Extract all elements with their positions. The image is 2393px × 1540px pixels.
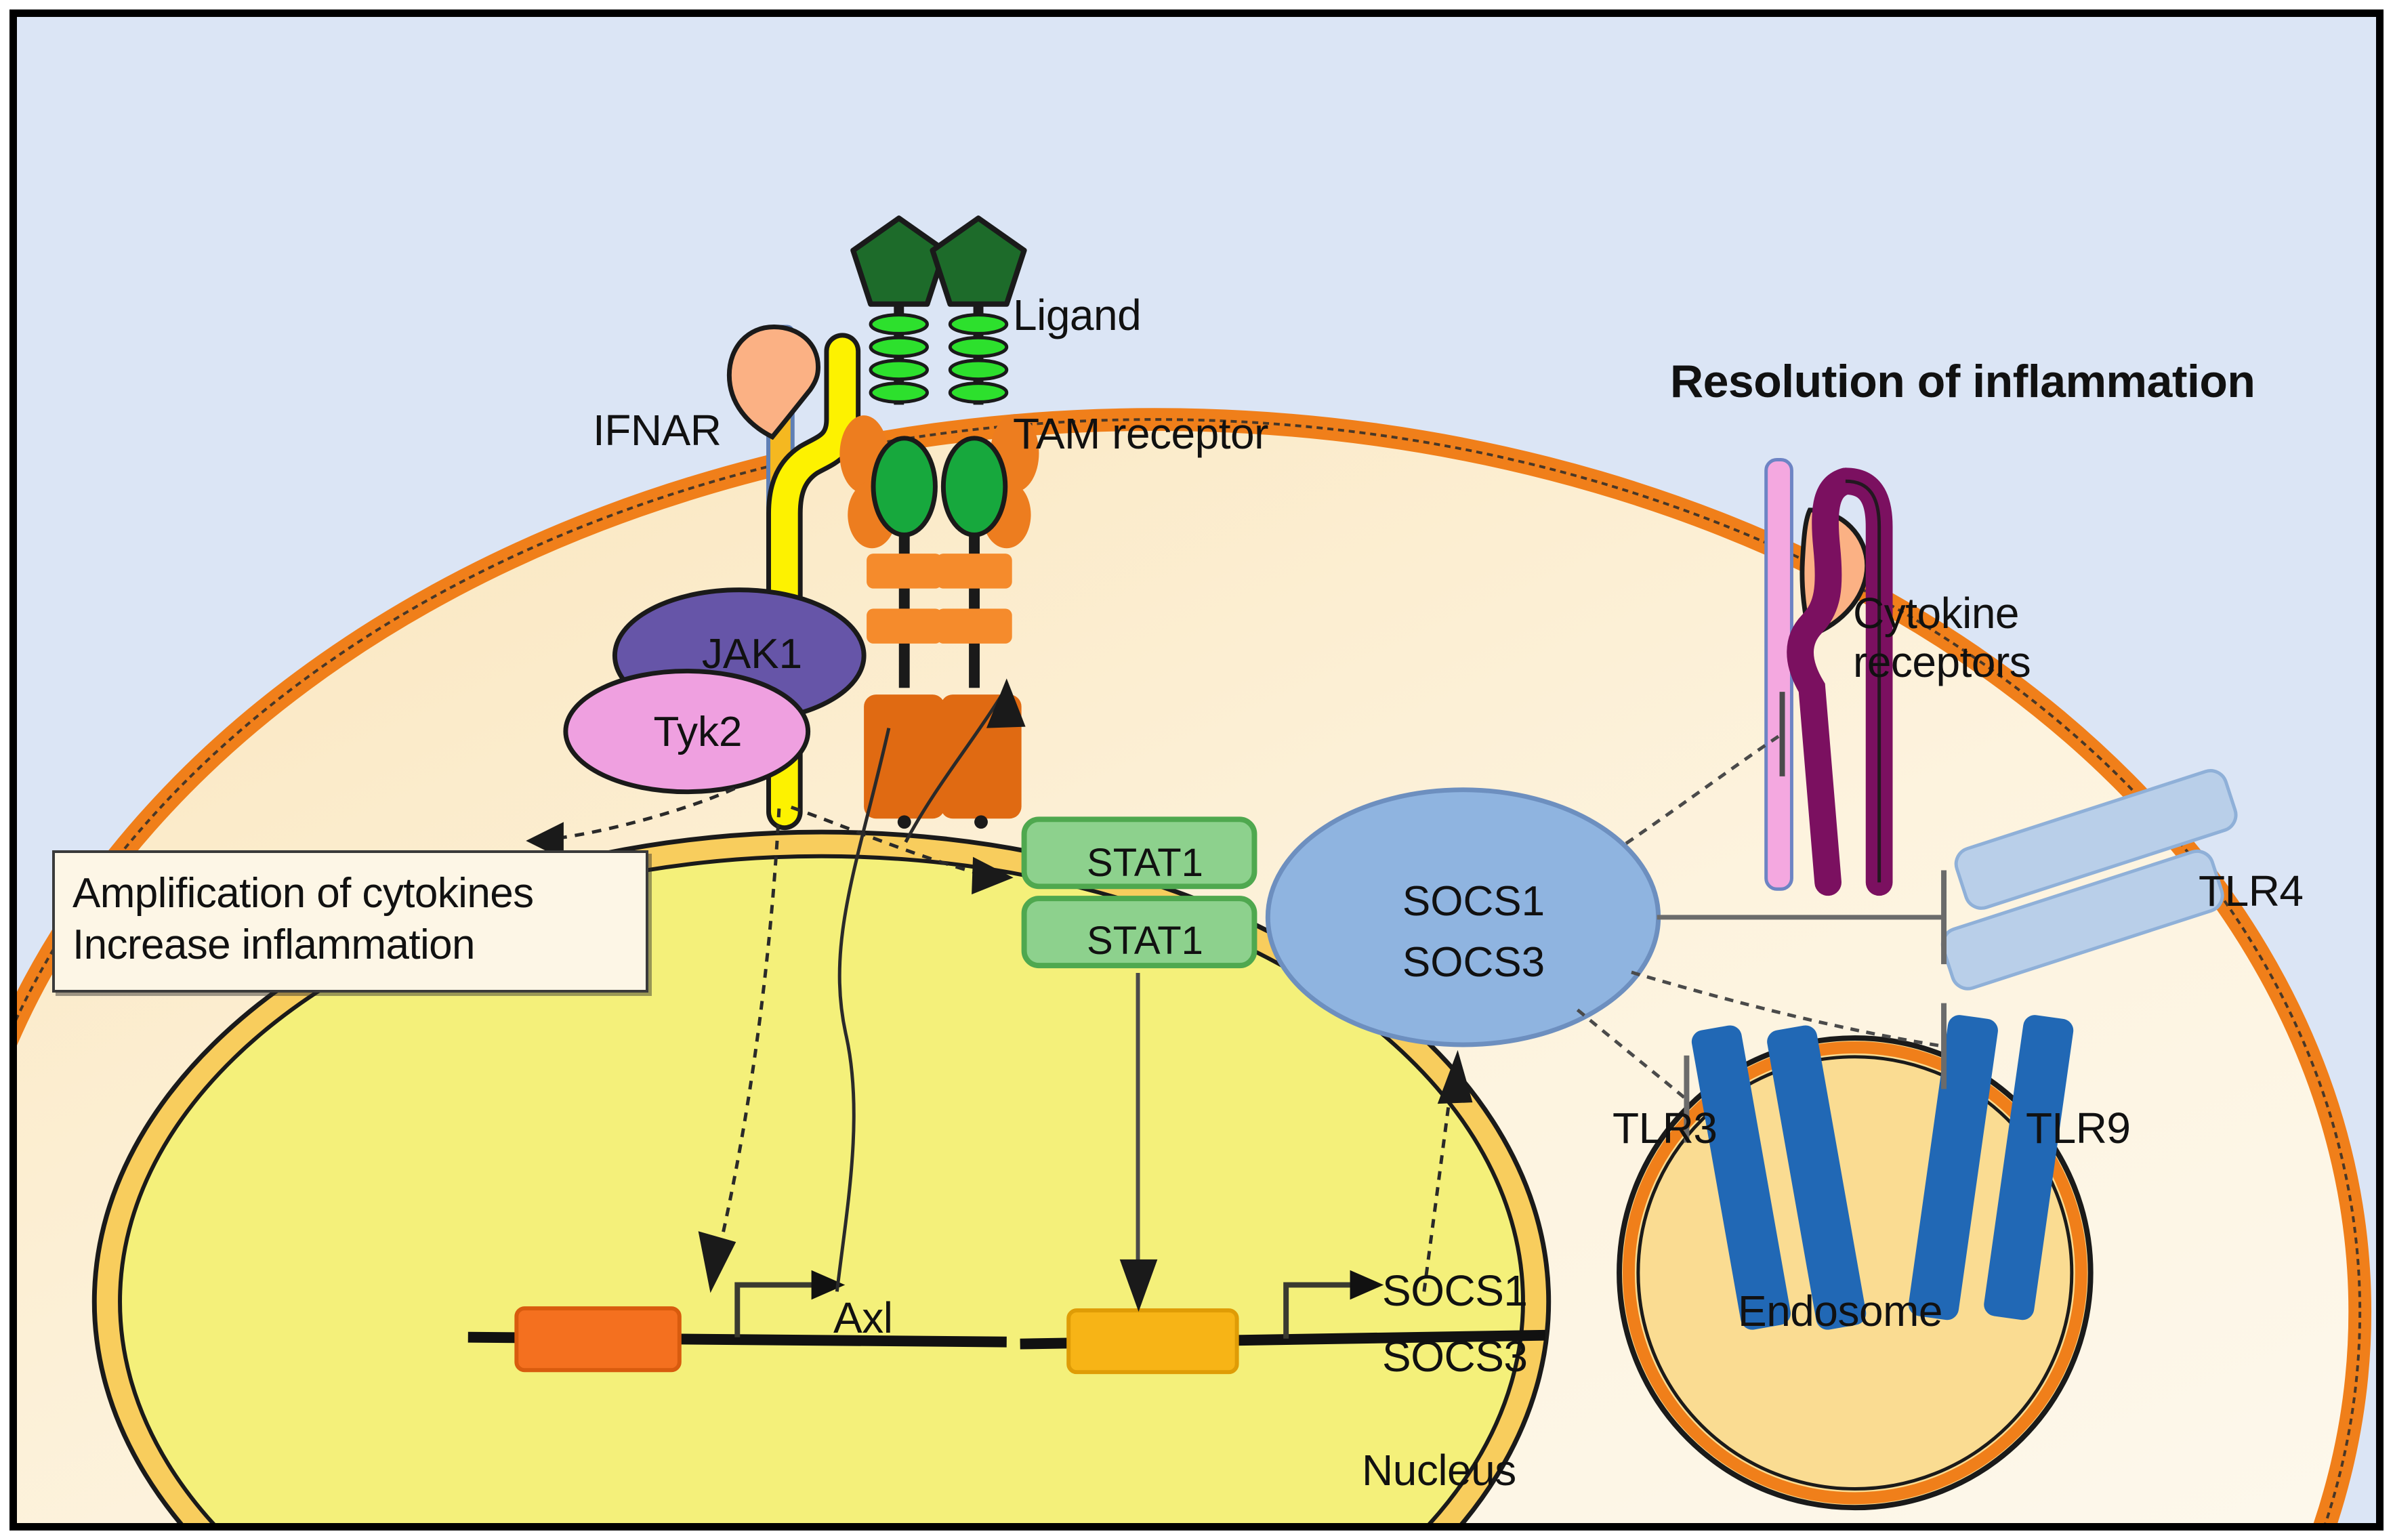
gene-axl <box>467 1270 1007 1373</box>
tlr4-receptor <box>1940 769 2238 991</box>
title-resolution-of-inflammation: Resolution of inflammation <box>1670 356 2255 407</box>
tam-receptor-right <box>930 215 1039 829</box>
label-nucleus: Nucleus <box>1362 1446 1516 1495</box>
tlr3-receptor <box>1691 1025 1867 1330</box>
label-gene-socs3: SOCS3 <box>1382 1332 1528 1381</box>
tlr9-receptor <box>1908 1015 2074 1320</box>
callout-line-2: Increase inflammation <box>72 921 476 968</box>
label-endosome: Endosome <box>1738 1287 1942 1335</box>
pathway-scene <box>17 215 2371 1523</box>
callout-amplification-box: Amplification of cytokines Increase infl… <box>52 850 648 993</box>
label-tlr3: TLR3 <box>1612 1104 1718 1152</box>
tam-receptor-left <box>839 215 948 829</box>
signal-arrows <box>526 678 1473 1312</box>
gene-socs <box>1020 1270 1545 1375</box>
label-cytokine-receptors: Cytokine receptors <box>1853 589 2031 686</box>
socs-inhibition-lines <box>1576 692 1947 1143</box>
socs-complex-node <box>1265 787 1661 1047</box>
tyk2-node <box>563 668 811 795</box>
label-tlr4: TLR4 <box>2199 867 2304 915</box>
label-ligand: Ligand <box>1013 291 1142 339</box>
cytokine-receptor <box>1764 458 1893 896</box>
label-gene-axl: Axl <box>833 1293 893 1342</box>
label-ifnar: IFNAR <box>593 406 722 455</box>
diagram-frame: IFNAR Ligand TAM receptor Resolution of … <box>9 9 2384 1531</box>
stat1-dimer <box>1021 816 1257 969</box>
label-tam-receptor: TAM receptor <box>1013 409 1268 458</box>
label-tlr9: TLR9 <box>2026 1104 2131 1152</box>
callout-line-1: Amplification of cytokines <box>72 870 534 917</box>
label-gene-socs1: SOCS1 <box>1382 1266 1528 1315</box>
